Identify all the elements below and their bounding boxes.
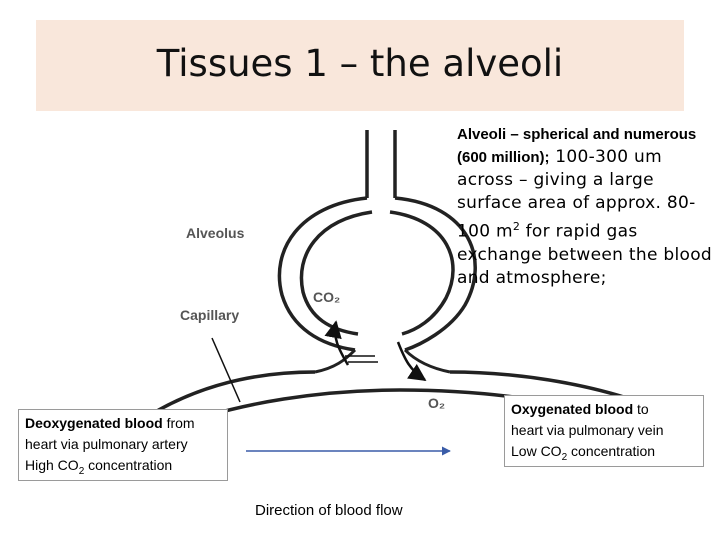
right-box-line1-rest: to xyxy=(633,401,649,417)
right-box-line2: heart via pulmonary vein xyxy=(511,422,664,438)
left-box-line3-pre: High CO xyxy=(25,457,79,473)
capillary-pointer xyxy=(211,337,241,403)
alveolus-neck xyxy=(314,348,451,374)
alveolus-inner-left xyxy=(299,210,373,336)
right-box-line3: Low CO2 concentration xyxy=(511,441,697,468)
o2-label: O₂ xyxy=(428,395,445,411)
neck-left xyxy=(314,348,357,374)
page-title: Tissues 1 – the alveoli xyxy=(156,42,564,85)
left-box-line1-rest: from xyxy=(162,415,195,431)
left-box-line2: heart via pulmonary artery xyxy=(25,436,188,452)
left-box-line3: High CO2 concentration xyxy=(25,455,221,482)
o2-arrow xyxy=(396,341,427,382)
alveolus-label: Alveolus xyxy=(186,225,245,241)
alveoli-description: Alveoli – spherical and numerous (600 mi… xyxy=(457,123,712,290)
right-box-line1: Oxygenated blood to xyxy=(511,399,697,420)
left-box-bold: Deoxygenated blood xyxy=(25,415,163,431)
left-box-line3-post: concentration xyxy=(84,457,173,473)
airway-walls xyxy=(365,130,397,198)
left-box-line1: Deoxygenated blood from xyxy=(25,413,221,434)
alveolus-outer-left xyxy=(277,196,368,352)
description-text: 100-300 um across – giving a large surfa… xyxy=(457,147,696,242)
neck-right xyxy=(403,348,451,374)
co2-label: CO₂ xyxy=(313,289,340,305)
deoxygenated-blood-box: Deoxygenated blood from heart via pulmon… xyxy=(18,409,228,481)
blood-flow-label: Direction of blood flow xyxy=(255,502,403,519)
left-box-line3-sub: 2 xyxy=(78,465,85,477)
right-box-bold: Oxygenated blood xyxy=(511,401,634,417)
right-box-line3-pre: Low CO xyxy=(511,443,562,459)
co2-arrow xyxy=(324,320,350,366)
oxygenated-blood-box: Oxygenated blood to heart via pulmonary … xyxy=(504,395,704,467)
alveolus-inner-right xyxy=(389,210,455,336)
capillary-outer-left xyxy=(149,370,316,417)
description-bold: Alveoli – spherical and numerous (600 mi… xyxy=(457,126,697,166)
description-text-end: for rapid gas exchange between the blood… xyxy=(457,221,713,288)
alveolus-outer-right xyxy=(394,196,477,352)
right-box-line3-sub: 2 xyxy=(561,451,568,463)
description-superscript: 2 xyxy=(512,220,520,233)
capillary-label: Capillary xyxy=(180,307,239,323)
title-band: Tissues 1 – the alveoli xyxy=(36,20,684,111)
alveolus-sac xyxy=(277,196,477,352)
right-box-line3-post: concentration xyxy=(567,443,656,459)
